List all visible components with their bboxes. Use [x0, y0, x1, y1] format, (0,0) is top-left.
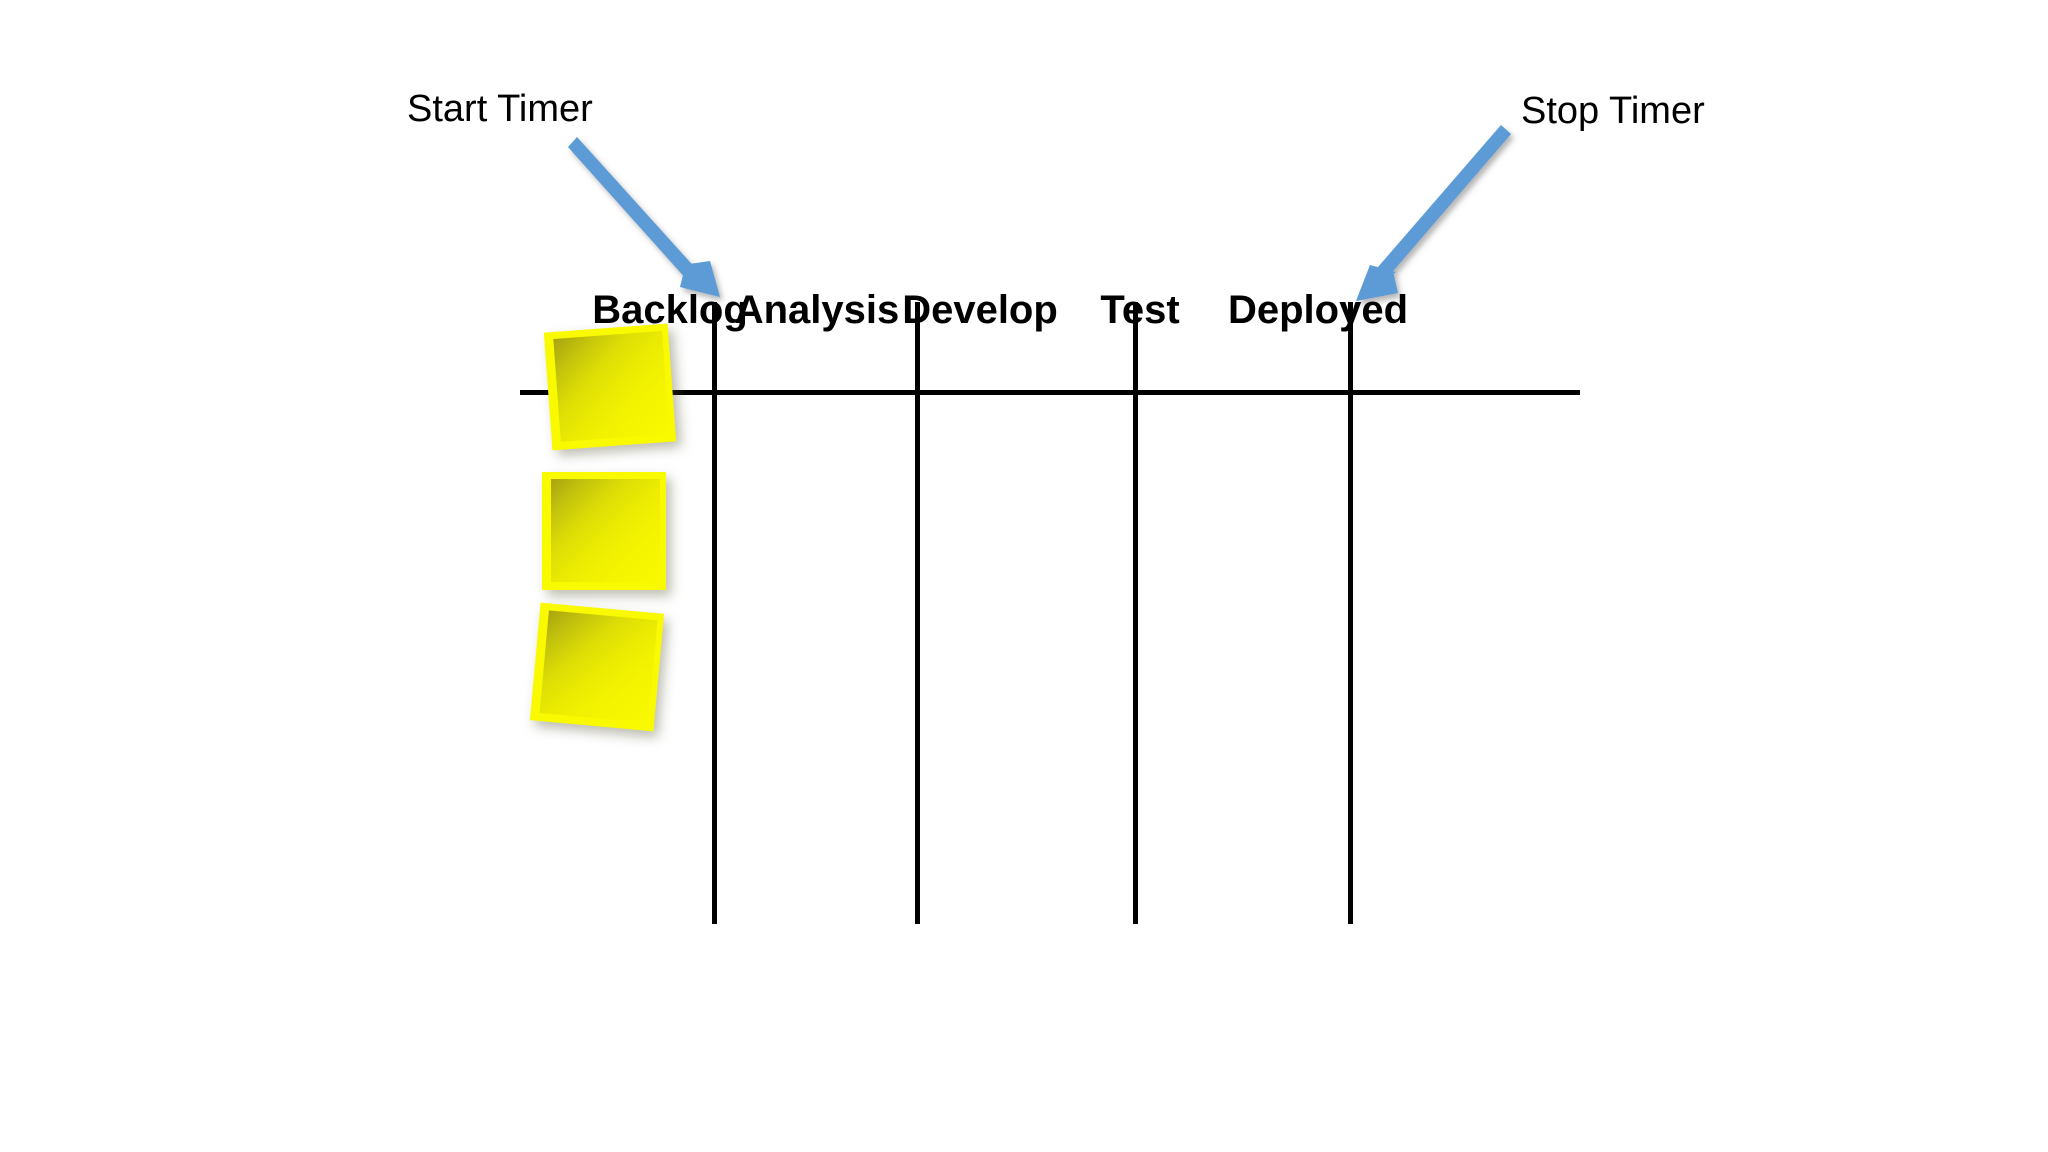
- column-header-test: Test: [1100, 288, 1180, 332]
- header-rule: [520, 390, 1580, 395]
- kanban-board: Backlog Analysis Develop Test Deployed: [520, 290, 1580, 930]
- column-header-analysis: Analysis: [734, 288, 900, 332]
- start-timer-label: Start Timer: [407, 88, 593, 130]
- column-divider-3: [1133, 302, 1138, 924]
- stop-timer-label: Stop Timer: [1521, 90, 1705, 132]
- sticky-note-card[interactable]: [542, 472, 666, 590]
- sticky-note-face: [539, 610, 658, 723]
- column-divider-4: [1348, 302, 1353, 924]
- column-header-backlog: Backlog: [592, 288, 748, 332]
- start-timer-arrow-down-right-icon: [568, 137, 720, 297]
- stop-timer-arrow-down-left-icon: [1356, 125, 1511, 301]
- sticky-note-face: [551, 479, 660, 582]
- sticky-note-card[interactable]: [529, 602, 665, 732]
- column-divider-2: [915, 302, 920, 924]
- sticky-note-face: [553, 331, 670, 442]
- column-header-deployed: Deployed: [1227, 288, 1409, 332]
- column-header-develop: Develop: [902, 288, 1058, 332]
- column-divider-1: [712, 302, 717, 924]
- sticky-note-card[interactable]: [543, 323, 677, 451]
